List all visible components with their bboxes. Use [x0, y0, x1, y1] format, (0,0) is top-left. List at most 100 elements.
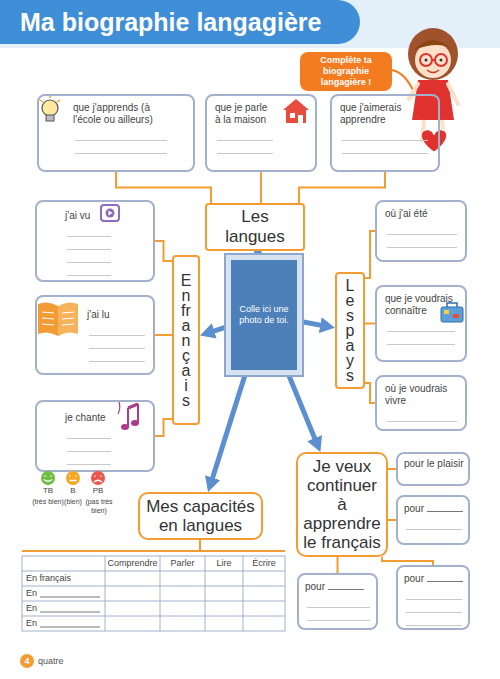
text-block: je chante — [65, 412, 113, 424]
node-text: j'ai vu — [65, 210, 90, 221]
connector — [289, 375, 318, 445]
writing-box: que j'aimerais apprendre — [330, 94, 440, 172]
writing-lines — [75, 128, 167, 166]
table-cell: Parler — [160, 558, 205, 569]
writing-box: pour le plaisir — [396, 452, 470, 486]
vertical-topic-box: Les pays — [335, 272, 365, 389]
skills-table — [22, 540, 285, 631]
node-text: Complète ta biographie langagière ! — [320, 55, 372, 87]
writing-lines — [89, 323, 145, 369]
text-block: j'ai lu — [87, 309, 147, 321]
node-text: que j'aimerais apprendre — [340, 102, 401, 125]
text-block: que j'apprends (à l'école ou ailleurs) — [73, 102, 169, 126]
connector — [155, 419, 172, 436]
smiley-swatch — [85, 470, 111, 486]
table-cell: En français — [26, 573, 104, 584]
text-block: Mes capacités en langues — [144, 497, 257, 535]
node-text: où je voudrais vivre — [385, 383, 447, 406]
writing-lines — [67, 224, 111, 276]
smiley-swatch — [35, 470, 61, 486]
legend-item: B — [60, 470, 86, 495]
book-icon — [38, 302, 78, 336]
text-block: Les pays — [344, 278, 355, 383]
topic-box: Je veux continuer à apprendre le françai… — [296, 452, 388, 557]
node-text: que je voudrais connaître — [385, 293, 453, 316]
page-number-dot — [20, 654, 34, 668]
writing-lines — [67, 426, 111, 466]
page-number: quatre — [38, 656, 98, 667]
writing-box: pour — [297, 573, 378, 630]
text-block: En français — [180, 273, 191, 408]
girl-illustration — [392, 28, 458, 142]
text-block: pour — [305, 580, 372, 593]
page-number: 4 — [21, 656, 33, 667]
writing-box: je chante — [35, 400, 155, 472]
connector — [388, 519, 396, 521]
page-title: Ma biographie langagière — [0, 0, 360, 44]
text-block: Colle ici une photo de toi. — [237, 304, 291, 326]
writing-lines — [406, 517, 462, 541]
bulb-icon — [40, 96, 60, 121]
connector — [382, 557, 433, 565]
callout-bubble: Complète ta biographie langagière ! — [300, 52, 392, 91]
node-text: Mes capacités en langues — [146, 497, 255, 535]
node-text: où j'ai été — [385, 208, 428, 219]
house-icon — [283, 99, 309, 123]
node-text: Les langues — [225, 207, 285, 246]
writing-box: où j'ai été — [375, 200, 467, 262]
film-icon — [101, 205, 119, 221]
legend-text: TB — [35, 486, 61, 495]
smiley-face — [44, 476, 52, 482]
writing-lines — [406, 587, 462, 626]
connector — [302, 322, 327, 327]
writing-lines — [387, 222, 457, 256]
writing-lines — [387, 409, 457, 425]
node-text: En français — [181, 272, 192, 409]
text-block: Les langues — [213, 207, 297, 247]
writing-box: que je voudrais connaître — [375, 285, 467, 362]
text-block: pour — [404, 502, 464, 515]
writing-box: où je voudrais vivre — [375, 375, 467, 431]
connector — [337, 557, 339, 573]
text-block: que je parle à la maison — [215, 102, 275, 126]
photo-frame: Colle ici une photo de toi. — [226, 255, 302, 375]
smiley-swatch — [60, 470, 86, 486]
blank-line — [427, 502, 463, 512]
node-text: pour le plaisir — [404, 458, 463, 469]
table-cell: Lire — [205, 558, 243, 569]
writing-box: j'ai lu — [35, 295, 155, 375]
node-text: pour — [404, 573, 424, 584]
connector — [155, 334, 172, 336]
connector — [208, 327, 226, 333]
swatch — [66, 471, 80, 485]
connector — [365, 231, 375, 278]
smiley-face — [94, 476, 102, 483]
legend-text: B — [60, 486, 86, 495]
node-text: pour — [305, 581, 325, 592]
writing-box: j'ai vu — [35, 200, 155, 282]
blank-line — [427, 572, 463, 582]
writing-box: que je parle à la maison — [205, 94, 317, 172]
connector — [365, 383, 375, 403]
writing-lines — [387, 319, 455, 356]
node-text: Les pays — [346, 277, 355, 384]
node-text: que je parle à la maison — [215, 102, 267, 125]
node-text: je chante — [65, 412, 106, 423]
table-cell: Comprendre — [105, 558, 160, 569]
text-block: Je veux continuer à apprendre le françai… — [302, 457, 382, 552]
text-block: j'ai vu — [65, 210, 113, 222]
text-block: pour — [404, 572, 464, 585]
table-cell: En — [26, 588, 40, 599]
topic-box: Les langues — [205, 203, 305, 251]
connector — [299, 172, 385, 203]
table-cell: Écrire — [243, 558, 285, 569]
node-text: que j'apprends (à l'école ou ailleurs) — [73, 102, 153, 125]
swatch — [41, 471, 55, 485]
writing-box: que j'apprends (à l'école ou ailleurs) — [37, 94, 195, 172]
connector — [155, 241, 172, 261]
legend-note: (très bien) — [26, 497, 70, 506]
topic-box: Mes capacités en langues — [138, 492, 263, 540]
text-block: où je voudrais vivre — [385, 383, 459, 407]
text-block: que j'aimerais apprendre — [340, 102, 430, 126]
legend-item: PB — [85, 470, 111, 495]
